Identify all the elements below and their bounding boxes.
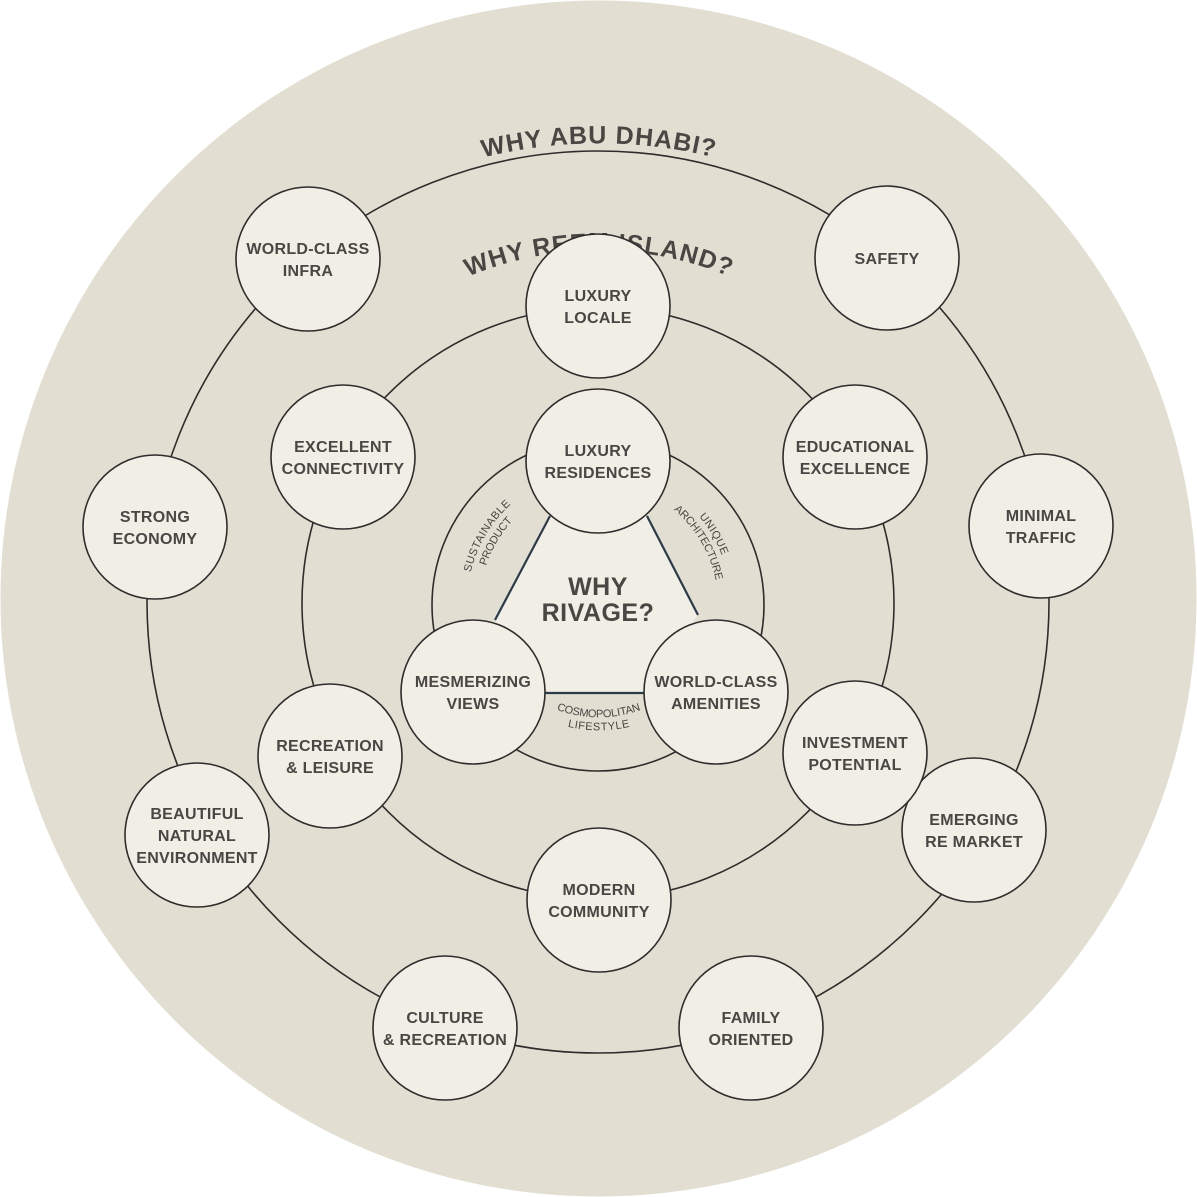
node-label-minimal-traffic-1: MINIMAL [1006,508,1077,525]
node-label-world-class-infra-2: INFRA [283,263,334,280]
node-label-modern-community-2: COMMUNITY [548,904,649,921]
node-safety: SAFETY [814,185,960,331]
node-circle-luxury-locale [525,233,671,379]
node-minimal-traffic: MINIMAL TRAFFIC [968,453,1114,599]
node-world-class-amenities: WORLD-CLASS AMENITIES [643,619,789,765]
node-circle-family-oriented [678,955,824,1101]
node-circle-educational-excellence [782,384,928,530]
node-label-family-oriented-2: ORIENTED [708,1032,793,1049]
node-label-educational-excellence-2: EXCELLENCE [800,461,911,478]
outer-ring [146,150,1050,1054]
node-circle-culture-recreation [372,955,518,1101]
node-label-luxury-residences-2: RESIDENCES [544,465,651,482]
node-beautiful-natural-environment: BEAUTIFUL NATURAL ENVIRONMENT [124,762,270,908]
node-culture-recreation: CULTURE & RECREATION [372,955,518,1101]
node-label-luxury-locale-2: LOCALE [564,310,632,327]
node-excellent-connectivity: EXCELLENT CONNECTIVITY [270,384,416,530]
node-modern-community: MODERN COMMUNITY [526,827,672,973]
node-label-beautiful-natural-environment-1: BEAUTIFUL [150,806,243,823]
node-circle-recreation-leisure [257,683,403,829]
node-label-strong-economy-1: STRONG [120,509,190,526]
node-world-class-infra: WORLD-CLASS INFRA [235,186,381,332]
node-label-safety-1: SAFETY [855,251,920,268]
node-label-emerging-re-market-2: RE MARKET [925,834,1023,851]
node-label-investment-potential-1: INVESTMENT [802,735,908,752]
node-label-mesmerizing-views-1: MESMERIZING [415,674,531,691]
node-label-excellent-connectivity-1: EXCELLENT [294,439,392,456]
node-circle-modern-community [526,827,672,973]
node-investment-potential: INVESTMENT POTENTIAL [782,680,928,826]
node-circle-emerging-re-market [901,757,1047,903]
node-label-emerging-re-market-1: EMERGING [929,812,1019,829]
node-label-excellent-connectivity-2: CONNECTIVITY [282,461,405,478]
node-circle-world-class-infra [235,186,381,332]
why-rivage-line-1: WHY [568,573,628,601]
node-label-world-class-infra-1: WORLD-CLASS [246,241,369,258]
node-circle-world-class-amenities [643,619,789,765]
cosmopolitan-lifestyle-label-2: LIFESTYLE [567,718,631,733]
node-label-educational-excellence-1: EDUCATIONAL [796,439,915,456]
node-label-world-class-amenities-2: AMENITIES [671,696,761,713]
node-label-beautiful-natural-environment-2: NATURAL [158,828,236,845]
node-emerging-re-market: EMERGING RE MARKET [901,757,1047,903]
node-label-minimal-traffic-2: TRAFFIC [1006,530,1077,547]
node-luxury-residences: LUXURY RESIDENCES [525,388,671,534]
node-circle-excellent-connectivity [270,384,416,530]
node-label-investment-potential-2: POTENTIAL [808,757,901,774]
node-circle-beautiful-natural-environment [124,762,270,908]
node-label-mesmerizing-views-2: VIEWS [446,696,499,713]
node-circle-luxury-residences [525,388,671,534]
node-label-luxury-locale-1: LUXURY [565,288,632,305]
node-label-recreation-leisure-1: RECREATION [276,738,384,755]
node-label-world-class-amenities-1: WORLD-CLASS [654,674,777,691]
node-strong-economy: STRONG ECONOMY [82,454,228,600]
why-rivage-line-2: RIVAGE? [542,599,655,627]
node-circle-strong-economy [82,454,228,600]
node-label-culture-recreation-2: & RECREATION [383,1032,507,1049]
node-label-beautiful-natural-environment-3: ENVIRONMENT [136,850,258,867]
node-circle-mesmerizing-views [400,619,546,765]
node-circle-minimal-traffic [968,453,1114,599]
node-luxury-locale: LUXURY LOCALE [525,233,671,379]
node-label-strong-economy-2: ECONOMY [113,531,198,548]
node-family-oriented: FAMILY ORIENTED [678,955,824,1101]
node-educational-excellence: EDUCATIONAL EXCELLENCE [782,384,928,530]
node-label-luxury-residences-1: LUXURY [565,443,632,460]
rivage-triangle-edges [494,515,699,695]
node-recreation-leisure: RECREATION & LEISURE [257,683,403,829]
node-label-recreation-leisure-2: & LEISURE [286,760,374,777]
node-circle-safety [814,185,960,331]
node-label-modern-community-1: MODERN [563,882,636,899]
node-circle-investment-potential [782,680,928,826]
node-mesmerizing-views: MESMERIZING VIEWS [400,619,546,765]
node-label-family-oriented-1: FAMILY [722,1010,781,1027]
rivage-triangle [495,516,698,693]
node-layer: WORLD-CLASS INFRA SAFETY STRONG ECONOMY MINIM… [82,185,1114,1101]
node-label-culture-recreation-1: CULTURE [406,1010,483,1027]
